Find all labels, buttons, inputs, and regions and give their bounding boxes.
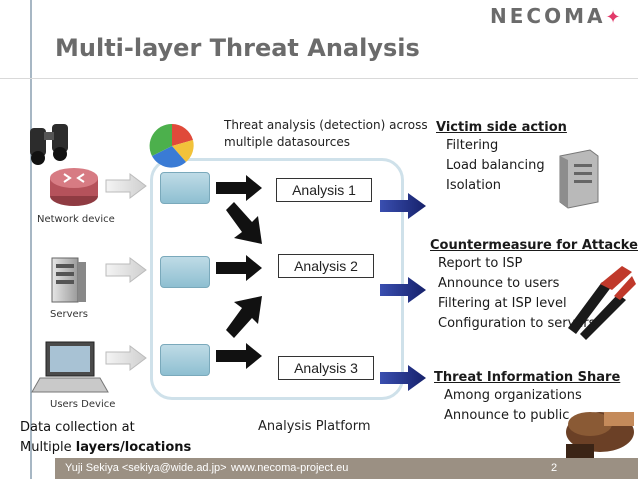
db-to-analysis-arrow-3 (216, 343, 262, 369)
action-item: Isolation (446, 178, 502, 193)
output-arrow-3 (380, 365, 426, 391)
action-item: Filtering (446, 138, 499, 153)
countermeasure-group: Countermeasure for Attackers Report to I… (430, 238, 638, 334)
network-device-label: Network device (37, 214, 115, 225)
db-to-analysis-arrow-2 (216, 255, 262, 281)
input-arrow-1 (105, 173, 147, 199)
necoma-logo: NECOMA✦ (490, 4, 624, 28)
action-item: Report to ISP (438, 256, 523, 271)
data-collection-line2: Multiple layers/locations (20, 438, 191, 458)
database-icon (160, 256, 210, 288)
action-item: Load balancing (446, 158, 545, 173)
output-arrow-1 (380, 193, 426, 219)
action-item: Configuration to servers (438, 316, 596, 331)
victim-side-action-title: Victim side action (436, 120, 567, 135)
footer-url: www.necoma-project.eu (231, 462, 349, 474)
action-item: Announce to public (444, 408, 570, 423)
db-to-analysis-arrow-1 (216, 175, 262, 201)
footer-bar: Yuji Sekiya <sekiya@wide.ad.jp> www.neco… (55, 458, 638, 479)
analysis-platform-label: Analysis Platform (258, 419, 371, 434)
analysis-1-box: Analysis 1 (276, 178, 372, 202)
page-number: 2 (551, 462, 558, 474)
action-item: Among organizations (444, 388, 582, 403)
input-arrow-3 (105, 345, 147, 371)
footer-author: Yuji Sekiya <sekiya@wide.ad.jp> (65, 462, 227, 474)
binoculars-icon (30, 124, 68, 165)
diagonal-arrow-down (226, 202, 262, 244)
logo-text: NECOMA (490, 4, 606, 28)
input-arrow-2 (105, 257, 147, 283)
threat-info-share-group: Threat Information Share Among organizat… (434, 370, 620, 426)
output-arrow-2 (380, 277, 426, 303)
data-collection-prefix: Multiple (20, 440, 76, 455)
platform-caption-line2: multiple datasources (224, 135, 350, 149)
server-icon (51, 257, 86, 303)
title-divider (0, 78, 638, 79)
pie-chart-icon (149, 123, 194, 168)
users-device-label: Users Device (50, 399, 116, 410)
handshake-icon (566, 412, 634, 458)
database-icon (160, 172, 210, 204)
logo-star-icon: ✦ (605, 7, 624, 28)
database-icon (160, 344, 210, 376)
platform-caption-line1: Threat analysis (detection) across (224, 118, 428, 132)
server-tower-icon (559, 149, 599, 209)
diagonal-arrow-up (226, 296, 262, 338)
slide-title: Multi-layer Threat Analysis (55, 34, 420, 62)
laptop-icon (31, 341, 109, 393)
servers-label: Servers (50, 309, 89, 320)
action-item: Filtering at ISP level (438, 296, 567, 311)
analysis-2-box: Analysis 2 (278, 254, 374, 278)
left-accent-line (30, 0, 32, 479)
countermeasure-title: Countermeasure for Attackers (430, 238, 638, 253)
threat-info-share-title: Threat Information Share (434, 370, 621, 385)
analysis-3-box: Analysis 3 (278, 356, 374, 380)
wire-cutter-icon (568, 266, 636, 340)
data-collection-bold: layers/locations (75, 440, 192, 455)
data-collection-line1: Data collection at (20, 420, 135, 435)
action-item: Announce to users (438, 276, 560, 291)
victim-side-action-group: Victim side action Filtering Load balanc… (436, 120, 567, 196)
router-icon (50, 168, 98, 206)
